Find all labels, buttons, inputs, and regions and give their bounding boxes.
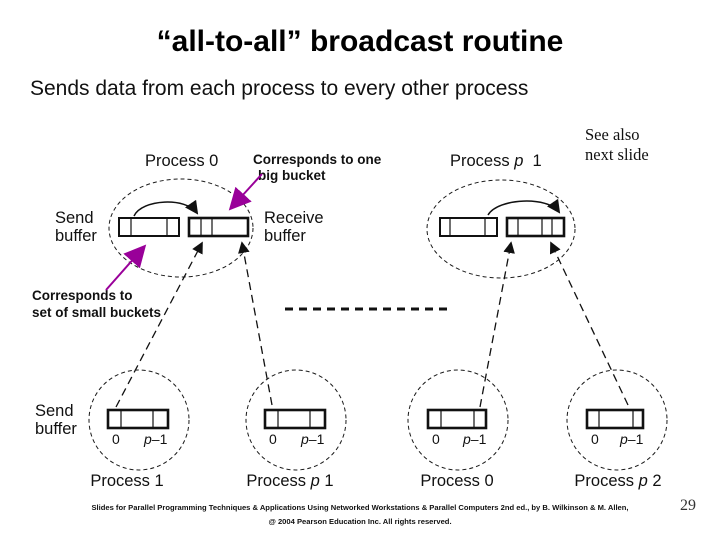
send-to-receive-arrow-left bbox=[133, 199, 199, 217]
small-buckets-annotation-line2: set of small buckets bbox=[32, 305, 161, 320]
bottom-process-label-3: Process 0 bbox=[420, 472, 493, 490]
process-p-1-top-label: Process p 1 bbox=[450, 152, 542, 170]
bottom-process-label-1: Process 1 bbox=[90, 472, 163, 490]
page-number: 29 bbox=[680, 497, 696, 514]
send-buffer-rect-top-right bbox=[439, 217, 498, 237]
buffer-index-0: 0 bbox=[591, 431, 599, 447]
process-p-1-ellipse bbox=[426, 179, 576, 279]
big-bucket-arrow bbox=[228, 173, 263, 211]
bottom-circle-process-p-1 bbox=[245, 369, 347, 471]
receive-buffer-rect-top-right bbox=[505, 216, 566, 238]
bottom-buffer-rect bbox=[585, 408, 645, 430]
big-bucket-annotation-line1: Corresponds to one bbox=[253, 152, 382, 167]
annotations-group: Corresponds to one big bucket Correspond… bbox=[32, 152, 382, 320]
buffer-index-p-1: p–1 bbox=[143, 431, 168, 447]
buffer-index-0: 0 bbox=[112, 431, 120, 447]
process-0-top-label: Process 0 bbox=[145, 152, 218, 170]
receive-buffer-rect-top-left bbox=[187, 216, 250, 238]
process-p-1-group: Process p 1 See also next slide bbox=[426, 125, 649, 279]
slide-subtitle: Sends data from each process to every ot… bbox=[30, 77, 529, 100]
buffer-index-0: 0 bbox=[269, 431, 277, 447]
buffer-index-p-1: p–1 bbox=[619, 431, 644, 447]
transfer-line-pm2-to-pm1 bbox=[549, 241, 629, 406]
buffer-index-0: 0 bbox=[432, 431, 440, 447]
small-buckets-annotation-line1: Corresponds to bbox=[32, 288, 133, 303]
broadcast-diagram: Process 0 Send buffer Receive buffer Pro… bbox=[32, 125, 668, 490]
transfer-line-pm1-to-p0 bbox=[238, 241, 273, 406]
send-to-receive-arrow-right bbox=[487, 198, 561, 216]
process-0-ellipse bbox=[108, 178, 254, 278]
see-also-note-line1: See also bbox=[585, 125, 640, 144]
buffer-index-p-1: p–1 bbox=[462, 431, 487, 447]
bottom-processes-group: Send buffer 0 p–1 Process 1 0 p–1 Proces… bbox=[35, 369, 668, 490]
transfer-line-process0-to-pm1 bbox=[479, 241, 515, 408]
transfer-line-process1-to-p0 bbox=[115, 241, 203, 408]
bottom-buffer-rect bbox=[263, 408, 327, 430]
footer-line2: @ 2004 Pearson Education Inc. All rights… bbox=[268, 517, 452, 526]
send-buffer-label-bottom-2: buffer bbox=[35, 420, 77, 438]
footer-line1: Slides for Parallel Programming Techniqu… bbox=[91, 503, 629, 512]
bottom-circle-process1 bbox=[88, 369, 190, 471]
send-buffer-label-top: Send bbox=[55, 209, 94, 227]
bottom-buffer-rect bbox=[426, 408, 488, 430]
bottom-process-label-2: Process p 1 bbox=[246, 472, 333, 490]
bottom-buffer-rect bbox=[106, 408, 170, 430]
process-0-group: Process 0 Send buffer Receive buffer bbox=[55, 152, 324, 278]
bottom-circle-process-p-2 bbox=[566, 369, 668, 471]
big-bucket-annotation-line2: big bucket bbox=[258, 168, 326, 183]
send-buffer-rect-top-left bbox=[118, 217, 180, 237]
see-also-note-line2: next slide bbox=[585, 145, 649, 164]
bottom-circle-process0 bbox=[407, 369, 509, 471]
send-buffer-label-bottom: Send bbox=[35, 402, 74, 420]
transfer-lines-group bbox=[115, 241, 629, 408]
send-buffer-label-top-2: buffer bbox=[55, 227, 97, 245]
buffer-index-p-1: p–1 bbox=[300, 431, 325, 447]
small-buckets-arrow bbox=[105, 244, 147, 291]
receive-buffer-label-2: buffer bbox=[264, 227, 306, 245]
bottom-process-label-4: Process p 2 bbox=[574, 472, 661, 490]
receive-buffer-label: Receive bbox=[264, 209, 324, 227]
slide-title: “all-to-all” broadcast routine bbox=[156, 25, 564, 58]
